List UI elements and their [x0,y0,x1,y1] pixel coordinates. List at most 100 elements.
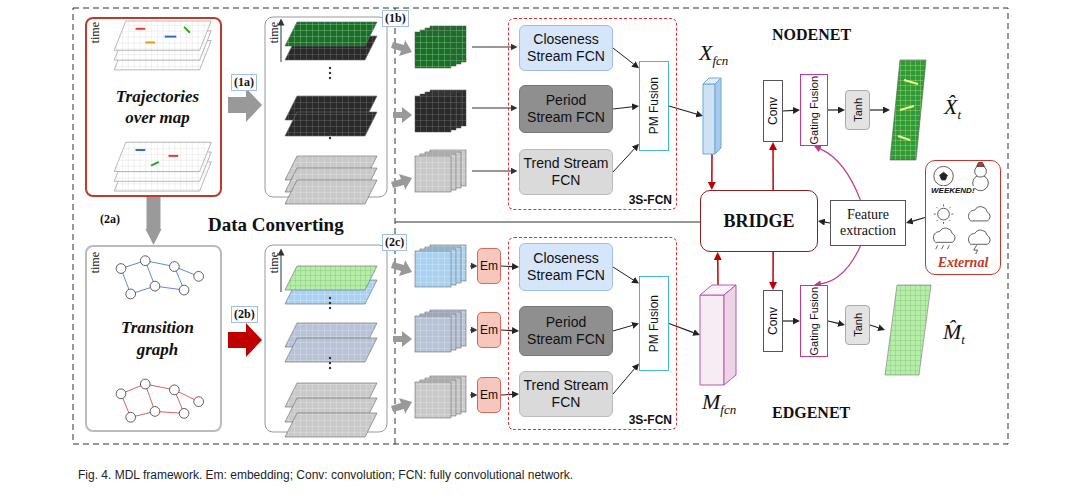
node-text: Em [480,323,498,337]
connector [613,369,634,394]
connector [613,267,633,280]
icon-text: WEEKEND! [931,186,975,195]
section-title: Data Converting [208,214,344,236]
axis-label: time [88,22,103,43]
fusion-box: PM Fusion [639,276,669,371]
node-text: PM Fusion [647,295,661,352]
embedding-box: Em [477,248,501,284]
trajectory-box: Trajectories over map [85,17,222,197]
transition-graph-box: Transition graph [85,245,222,432]
stream-box: Closeness Stream FCN [519,25,613,71]
module-name: NODENET [772,26,851,44]
node-text: Gating Fusion [808,76,820,144]
node-text: Transition graph [109,316,206,361]
node-text: Feature extraction [833,207,903,239]
node-text: Closeness Stream FCN [522,250,610,284]
fcn-group: 3S-FCN Closeness Stream FCN Period Stream … [508,237,677,430]
node-text: PM Fusion [647,77,661,134]
connector [717,260,719,285]
node-text: Gating Fusion [808,287,820,355]
process-box: Feature extraction [830,200,906,246]
stream-box: Closeness Stream FCN [519,243,613,291]
stream-box: Period Stream FCN [519,306,613,356]
subscript: fcn [720,402,736,417]
fusion-box: PM Fusion [639,61,669,151]
subscript: t [957,107,961,122]
conv-box: Conv [763,290,783,352]
axis-label: time [267,22,282,43]
connector [669,324,693,333]
gating-box: Gating Fusion [800,74,828,146]
connector [828,321,838,323]
node-text: Conv [766,307,780,335]
connector [613,325,632,331]
node-text: Trend Stream FCN [522,377,610,411]
subscript: t [961,332,965,347]
stream-box: Trend Stream FCN [519,371,613,417]
connector [613,107,632,109]
node-text: Closeness Stream FCN [522,31,610,65]
figure-caption: Fig. 4. MDL framework. Em: embedding; Co… [78,468,573,482]
tensor-label: Mfcn [702,389,736,418]
node-text: BRIDGE [723,211,794,232]
tensor-label: X̂t [944,94,961,123]
connector [772,150,774,190]
module-name: EDGENET [772,404,850,422]
node-text: Trend Stream FCN [522,155,610,189]
tanh-box: Tanh [845,90,870,130]
connector [772,252,774,282]
external-box: External [925,160,1001,275]
node-text: Em [480,388,498,402]
axis-label: time [267,252,282,273]
tensor-label: Xfcn [699,40,728,69]
node-text: 3S-FCN [629,413,672,427]
bridge-box: BRIDGE [700,190,818,252]
connector [613,48,633,64]
node-text: Conv [766,97,780,125]
node-text: 3S-FCN [629,193,672,207]
connector [501,394,512,396]
step-number: (1a) [231,74,257,91]
connector [870,325,878,328]
step-number: (1b) [382,10,409,27]
embedding-box: Em [477,312,501,348]
connector [783,110,793,112]
stream-box: Trend Stream FCN [519,149,613,195]
tanh-box: Tanh [845,305,870,345]
fcn-group: 3S-FCN Closeness Stream FCN Period Stream … [508,18,677,210]
tensor-prism: Xfcn [703,78,721,154]
connector [613,149,634,172]
node-text: Period Stream FCN [522,314,610,348]
node-text: M̂ [943,319,961,344]
output-map: M̂t [885,285,931,375]
node-text: External [938,255,989,271]
step-number: (2b) [231,306,258,323]
output-map: X̂t [890,60,926,160]
embedding-box: Em [477,377,501,413]
subscript: fcn [712,53,728,68]
node-text: Period Stream FCN [522,92,610,126]
node-text: Trajectories over map [109,85,206,130]
connector [501,265,512,267]
axis-label: time [88,252,103,273]
step-number: (2c) [382,234,407,251]
conv-box: Conv [763,80,783,142]
step-number: (2a) [98,212,122,227]
tensor-label: M̂t [943,319,965,348]
node-text: Em [480,259,498,273]
node-text: Tanh [852,313,864,337]
node-text: X [699,40,712,65]
connector [828,109,838,110]
gating-box: Gating Fusion [800,285,828,357]
connector [783,320,793,321]
tensor-prism: Mfcn [700,285,736,385]
connector [820,149,860,200]
connector [821,246,860,284]
connector [501,329,512,331]
stream-box: Period Stream FCN [519,85,613,133]
node-text: M [702,389,720,414]
connector [870,109,883,110]
node-text: X̂ [944,94,957,119]
node-text: Tanh [852,98,864,122]
